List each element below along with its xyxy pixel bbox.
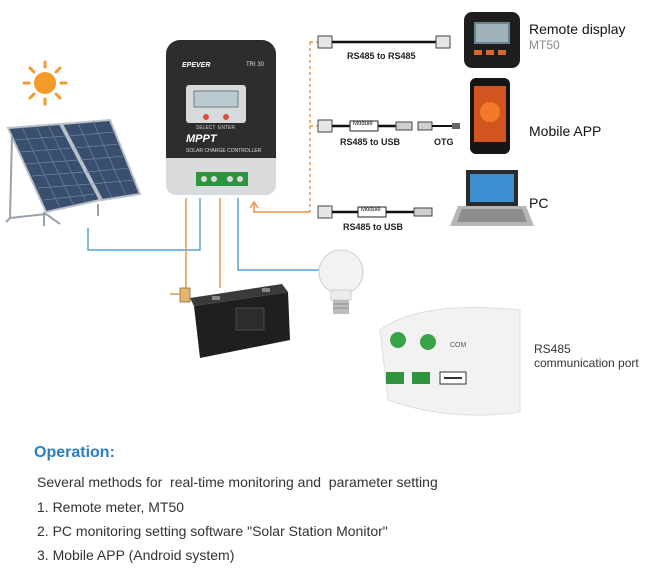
rs485-port-closeup xyxy=(379,307,521,416)
temperature-sensor-icon xyxy=(170,287,191,303)
com-text: COM xyxy=(450,342,467,349)
rs485-port-label: RS485 xyxy=(534,342,571,356)
comm-bus xyxy=(249,41,318,213)
mobile-app-label: Mobile APP xyxy=(529,123,602,139)
sun-icon xyxy=(22,60,68,106)
rs485-to-rs485-cable xyxy=(317,35,451,49)
operation-item-1: 1. Remote meter, MT50 xyxy=(37,499,185,515)
system-diagram xyxy=(5,12,534,416)
communication-port-label: communication port xyxy=(534,356,639,370)
light-bulb-icon xyxy=(318,249,364,314)
remote-display-label: Remote display xyxy=(529,21,626,37)
operation-item-3: 3. Mobile APP (Android system) xyxy=(37,547,235,563)
controller-model: TRI 30 xyxy=(246,62,265,68)
battery-wire xyxy=(185,198,221,290)
remote-display-device xyxy=(464,12,520,68)
button-select-label: SELECT xyxy=(196,125,216,131)
controller-brand: EPEVER xyxy=(182,62,211,69)
rs485-to-usb-label-mobile: RS485 to USB xyxy=(340,137,401,147)
rs485-to-usb-cable-pc xyxy=(317,205,433,219)
controller-series: MPPT xyxy=(186,133,217,145)
terminal-block xyxy=(196,172,248,186)
otg-label: OTG xyxy=(434,137,454,147)
mobile-phone-device xyxy=(470,78,510,154)
pc-label: PC xyxy=(529,195,549,211)
rs485-to-usb-label-pc: RS485 to USB xyxy=(343,222,404,232)
button-enter-label: ENTER xyxy=(218,125,235,131)
battery xyxy=(190,284,290,358)
operation-intro: Several methods for real-time monitoring… xyxy=(37,474,438,490)
solar-wire xyxy=(87,198,330,271)
controller-subtitle: SOLAR CHARGE CONTROLLER xyxy=(186,148,262,154)
rs485-to-usb-cable-mobile xyxy=(317,119,413,133)
solar-panel xyxy=(5,118,142,226)
module-tag-pc: Module xyxy=(361,207,381,213)
rs485-to-rs485-label: RS485 to RS485 xyxy=(347,51,416,61)
laptop-pc-device xyxy=(450,170,534,226)
operation-title: Operation: xyxy=(34,444,115,461)
module-tag-mobile: Module xyxy=(353,121,373,127)
operation-item-2: 2. PC monitoring setting software "Solar… xyxy=(37,523,388,539)
remote-display-model: MT50 xyxy=(529,38,560,52)
otg-adapter xyxy=(417,121,460,131)
solar-charge-controller xyxy=(166,40,276,195)
